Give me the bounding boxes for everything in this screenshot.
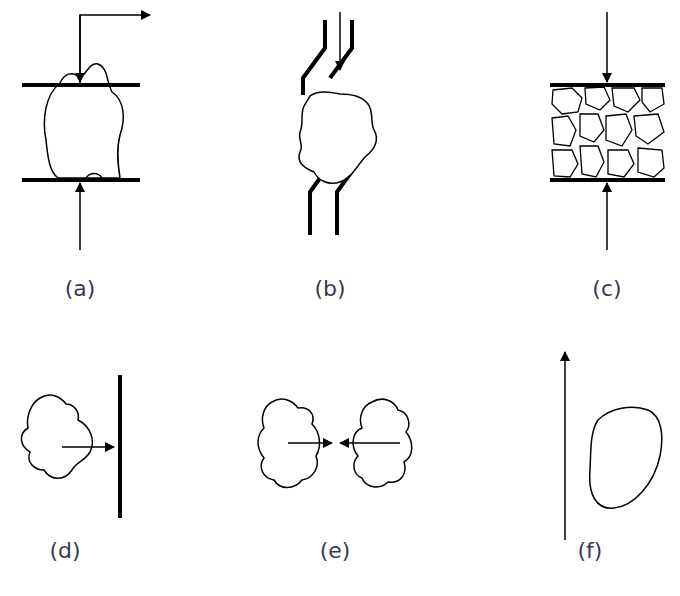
attrition — [565, 352, 662, 540]
compression-shear — [22, 15, 150, 250]
figure-label: (e) — [320, 540, 351, 562]
wall-impact — [21, 375, 120, 518]
figure-label: (a) — [65, 278, 96, 300]
figure-label: (c) — [592, 278, 621, 300]
particle-collision — [258, 399, 412, 487]
figure-label: (d) — [49, 540, 80, 562]
bed-compression — [550, 12, 665, 250]
figure-label: (b) — [314, 278, 345, 300]
shear — [299, 12, 376, 235]
figure-label: (f) — [578, 540, 603, 562]
